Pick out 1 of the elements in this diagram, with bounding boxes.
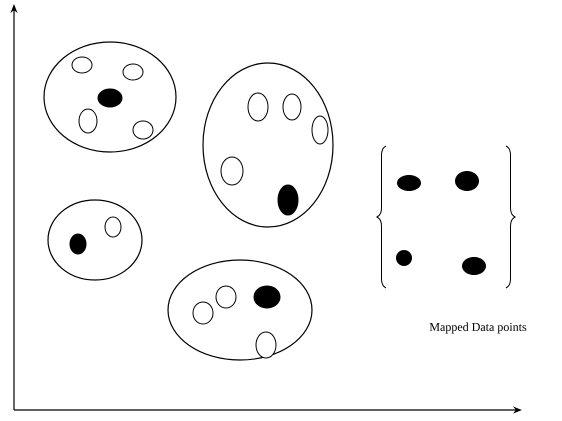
caption-text: Mapped Data points: [430, 322, 526, 334]
